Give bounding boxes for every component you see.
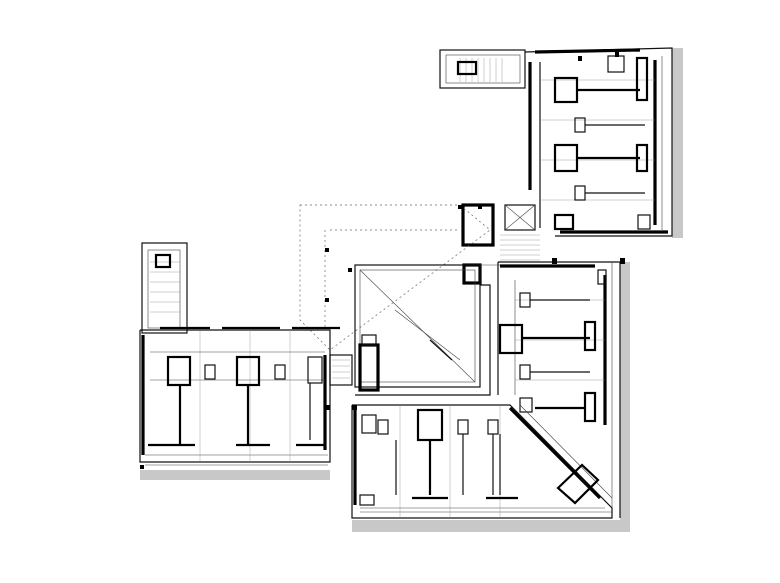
south-wing: [351, 404, 613, 519]
central-atrium: [299, 204, 500, 396]
structural-columns: [140, 205, 625, 469]
core-link: [461, 203, 540, 285]
west-wing: [139, 242, 353, 466]
northeast-wing: [439, 47, 673, 237]
building-shadows: [140, 48, 683, 532]
east-wing: [497, 261, 621, 518]
